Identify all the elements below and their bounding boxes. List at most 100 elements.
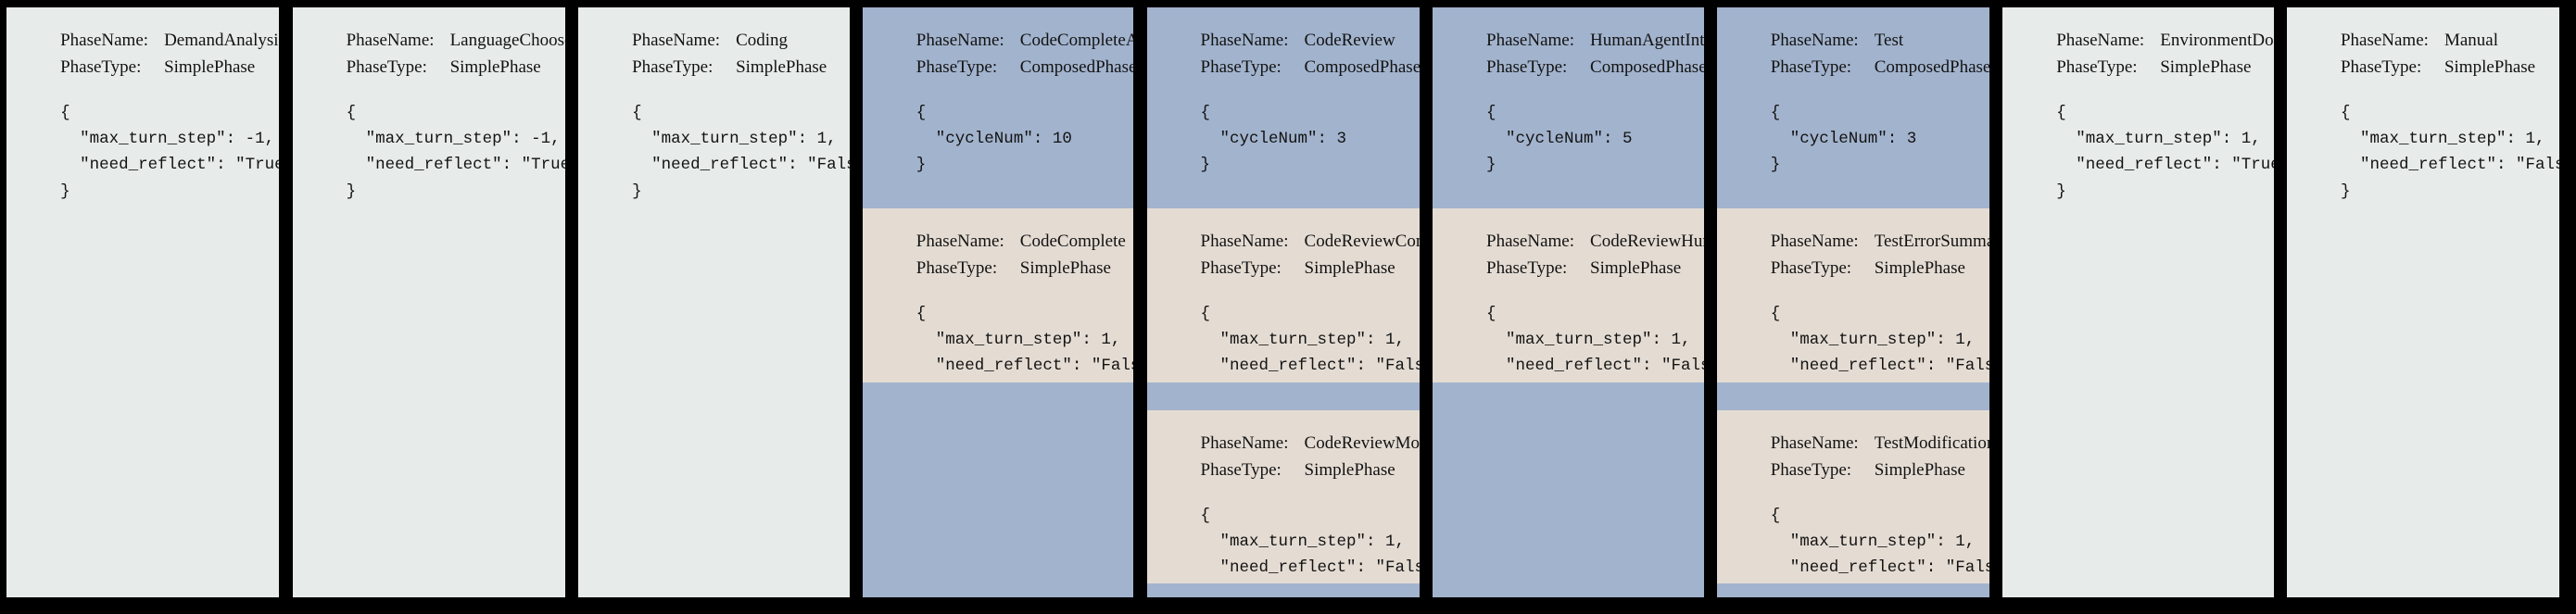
demand-analysis-config-line: } — [60, 182, 70, 201]
coding-phase-type-key: PhaseType: — [632, 56, 713, 77]
manual-config-line: "max_turn_step": 1, — [2340, 130, 2545, 149]
test-error-summary-card[interactable]: PhaseName: TestErrorSummaryPhaseType:Simp… — [1716, 208, 1990, 382]
code-review-human-config-line: "need_reflect": "False" — [1506, 357, 1704, 376]
test-error-summary-config-line: "max_turn_step": 1, — [1770, 331, 1976, 350]
coding-phase-name-row: PhaseName: Coding — [632, 28, 850, 55]
code-review-human-phase-name-row: PhaseName:CodeReviewHuman — [1486, 229, 1704, 256]
test-error-summary-phase-type-key: PhaseType: — [1770, 257, 1852, 278]
language-choose-phase-type-value: SimplePhase — [449, 56, 541, 77]
coding-config-json: { "max_turn_step": 1, "need_reflect": "F… — [632, 100, 850, 205]
test-error-summary-config-json: { "max_turn_step": 1, "need_reflect": "F… — [1771, 301, 1989, 382]
test-config-line: { — [1770, 103, 1781, 122]
test-error-summary-phase-type-row: PhaseType:SimplePhase — [1771, 256, 1989, 282]
coding-config-line: "need_reflect": "False" — [651, 156, 850, 175]
human-agent-interaction-config-line: { — [1486, 103, 1496, 122]
test-phase-name-row: PhaseName:Test — [1771, 28, 1989, 55]
code-review-comment-phase-type-value: SimplePhase — [1304, 257, 1395, 278]
manual-phase-type-key: PhaseType: — [2340, 56, 2422, 77]
manual-phase-type-row: PhaseType:SimplePhase — [2341, 55, 2559, 81]
code-complete-all-config-line: } — [915, 156, 927, 175]
phase-panel-human-agent-interaction-cycle-fill — [1433, 382, 1704, 597]
test-error-summary-phase-name-value: TestErrorSummary — [1874, 232, 1989, 251]
code-review-config-json: { "cycleNum": 3} — [1201, 100, 1420, 179]
test-modification-phase-type-value: SimplePhase — [1874, 459, 1965, 480]
phase-panel-human-agent-interaction[interactable]: PhaseName:HumanAgentInteractionPhaseType… — [1433, 0, 1704, 614]
code-review-comment-phase-name-row: PhaseName:CodeReviewComment — [1201, 229, 1420, 256]
phase-panel-code-review-cycle-fill — [1146, 382, 1420, 410]
coding-phase-name-value: Coding — [736, 31, 789, 50]
code-review-phase-type-row: PhaseType:ComposedPhase — [1201, 55, 1420, 81]
code-complete-phase-type-value: SimplePhase — [1019, 257, 1111, 278]
manual-config-json: { "max_turn_step": 1, "need_reflect": "F… — [2341, 100, 2559, 205]
phase-panel-code-complete-all[interactable]: PhaseName: CodeCompleteAllPhaseType: Compo… — [862, 0, 1134, 614]
coding-config-line: "max_turn_step": 1, — [632, 130, 837, 149]
demand-analysis-phase-name-key: PhaseName: — [60, 31, 149, 50]
human-agent-interaction-card[interactable]: PhaseName:HumanAgentInteractionPhaseType… — [1433, 7, 1704, 208]
code-review-config-line: { — [1200, 103, 1211, 122]
code-review-human-card[interactable]: PhaseName:CodeReviewHumanPhaseType: Simpl… — [1433, 208, 1704, 382]
language-choose-phase-name-row: PhaseName:LanguageChoose — [347, 28, 565, 55]
code-complete-all-phase-type-value: ComposedPhase — [1019, 56, 1134, 77]
environment-doc-config-json: { "max_turn_step": 1, "need_reflect": "T… — [2056, 100, 2274, 205]
code-review-modification-phase-name-value: CodeReviewModification — [1304, 433, 1420, 453]
code-review-config-line: "cycleNum": 3 — [1200, 130, 1347, 149]
code-complete-all-phase-type-key: PhaseType: — [915, 56, 998, 77]
code-review-modification-phase-type-value: SimplePhase — [1304, 459, 1395, 480]
coding-phase-name-key: PhaseName: — [632, 31, 721, 50]
human-agent-interaction-config-line: "cycleNum": 5 — [1486, 130, 1633, 149]
test-modification-phase-type-row: PhaseType:SimplePhase — [1771, 457, 1989, 484]
code-complete-all-card[interactable]: PhaseName:CodeCompleteAllPhaseType:Compo… — [862, 7, 1134, 208]
code-review-modification-config-line: { — [1200, 506, 1211, 525]
code-review-modification-phase-type-key: PhaseType: — [1200, 459, 1282, 480]
code-review-human-phase-name-value: CodeReviewHuman — [1590, 232, 1704, 251]
code-complete-phase-name-key: PhaseName: — [915, 232, 1004, 251]
environment-doc-config-line: } — [2056, 182, 2066, 201]
code-review-human-config-line: "max_turn_step": 1, — [1486, 331, 1691, 350]
language-choose-phase-type-key: PhaseType: — [346, 56, 427, 77]
code-review-human-config-json: { "max_turn_step": 1, "need_reflect": "F… — [1486, 301, 1704, 382]
code-review-config-line: } — [1200, 156, 1211, 175]
test-modification-config-line: { — [1770, 506, 1781, 525]
code-complete-all-config-line: "cycleNum": 10 — [915, 130, 1072, 149]
code-review-modification-card[interactable]: PhaseName:CodeReviewModificationPhaseTyp… — [1146, 410, 1420, 583]
test-phase-type-row: PhaseType:ComposedPhase — [1771, 55, 1989, 81]
phase-panel-test-cycle-fill — [1716, 382, 1990, 410]
manual-config-line: } — [2340, 182, 2351, 201]
test-modification-config-line: "need_reflect": "False" — [1770, 558, 1990, 578]
code-complete-all-phase-type-row: PhaseType: ComposedPhase — [916, 55, 1134, 81]
environment-doc-phase-type-row: PhaseType:SimplePhase — [2056, 55, 2274, 81]
coding-config-line: { — [632, 103, 642, 122]
code-complete-config-line: "need_reflect": "False" — [935, 357, 1134, 376]
code-review-comment-card[interactable]: PhaseName:CodeReviewCommentPhaseType:Sim… — [1146, 208, 1420, 382]
code-complete-phase-name-value: CodeComplete — [1019, 232, 1126, 251]
code-complete-phase-name-row: PhaseName: CodeComplete — [916, 229, 1134, 256]
code-review-phase-type-value: ComposedPhase — [1304, 56, 1420, 77]
code-review-human-phase-type-key: PhaseType: — [1486, 257, 1568, 278]
code-complete-all-phase-name-value: CodeCompleteAll — [1019, 31, 1134, 50]
test-modification-phase-name-row: PhaseName:TestModification — [1771, 431, 1989, 457]
code-review-human-phase-type-value: SimplePhase — [1590, 257, 1682, 278]
demand-analysis-config-json: { "max_turn_step": -1, "need_reflect": "… — [60, 100, 279, 205]
demand-analysis-config-line: { — [60, 103, 70, 122]
environment-doc-phase-type-value: SimplePhase — [2160, 56, 2252, 77]
test-error-summary-phase-name-key: PhaseName: — [1770, 232, 1859, 251]
code-review-phase-name-value: CodeReview — [1304, 31, 1395, 50]
code-review-comment-phase-name-key: PhaseName: — [1200, 232, 1289, 251]
code-review-human-phase-type-row: PhaseType: SimplePhase — [1486, 256, 1704, 282]
